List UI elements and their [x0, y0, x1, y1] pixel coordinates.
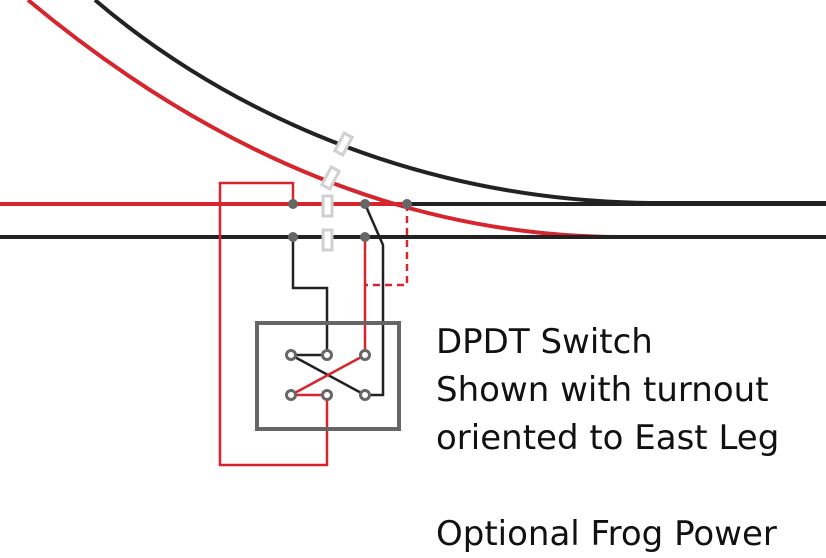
- rail-terminal: [288, 232, 298, 242]
- switch-crossover-wire-red: [290, 353, 366, 397]
- insulated-joiner: [332, 131, 355, 157]
- dpdt-terminal: [321, 389, 333, 401]
- dpdt-terminal: [321, 349, 333, 361]
- optional-frog-power-wire: [365, 204, 409, 287]
- feeder-wire-black-left: [291, 237, 329, 355]
- insulated-joiner: [321, 228, 334, 252]
- rail-terminals: [288, 199, 412, 242]
- dpdt-terminal: [285, 349, 297, 361]
- dpdt-terminal: [285, 389, 297, 401]
- dpdt-terminals: [285, 349, 371, 401]
- caption-oriented-to-east-leg: oriented to East Leg: [436, 418, 780, 458]
- insulated-joiners: [319, 131, 355, 252]
- dpdt-terminal: [359, 389, 371, 401]
- caption-dpdt-switch: DPDT Switch: [436, 322, 653, 362]
- rail-terminal: [360, 232, 370, 242]
- feeder-wire-red-left: [218, 181, 329, 467]
- caption-shown-with-turnout: Shown with turnout: [436, 370, 769, 410]
- rail-terminal: [288, 199, 298, 209]
- feeder-wire-black-right: [363, 203, 385, 397]
- dpdt-switch-box: [255, 321, 401, 431]
- insulated-joiner: [319, 165, 342, 191]
- insulated-joiner: [321, 194, 334, 218]
- caption-optional-frog-power: Optional Frog Power: [436, 514, 777, 554]
- diverging-rail-black: [93, 0, 826, 205]
- dpdt-terminal: [359, 349, 371, 361]
- diverging-rail-red: [26, 0, 826, 239]
- frog-terminal: [402, 199, 412, 209]
- rail-terminal: [360, 199, 370, 209]
- dpdt-internal-wiring: [290, 353, 366, 397]
